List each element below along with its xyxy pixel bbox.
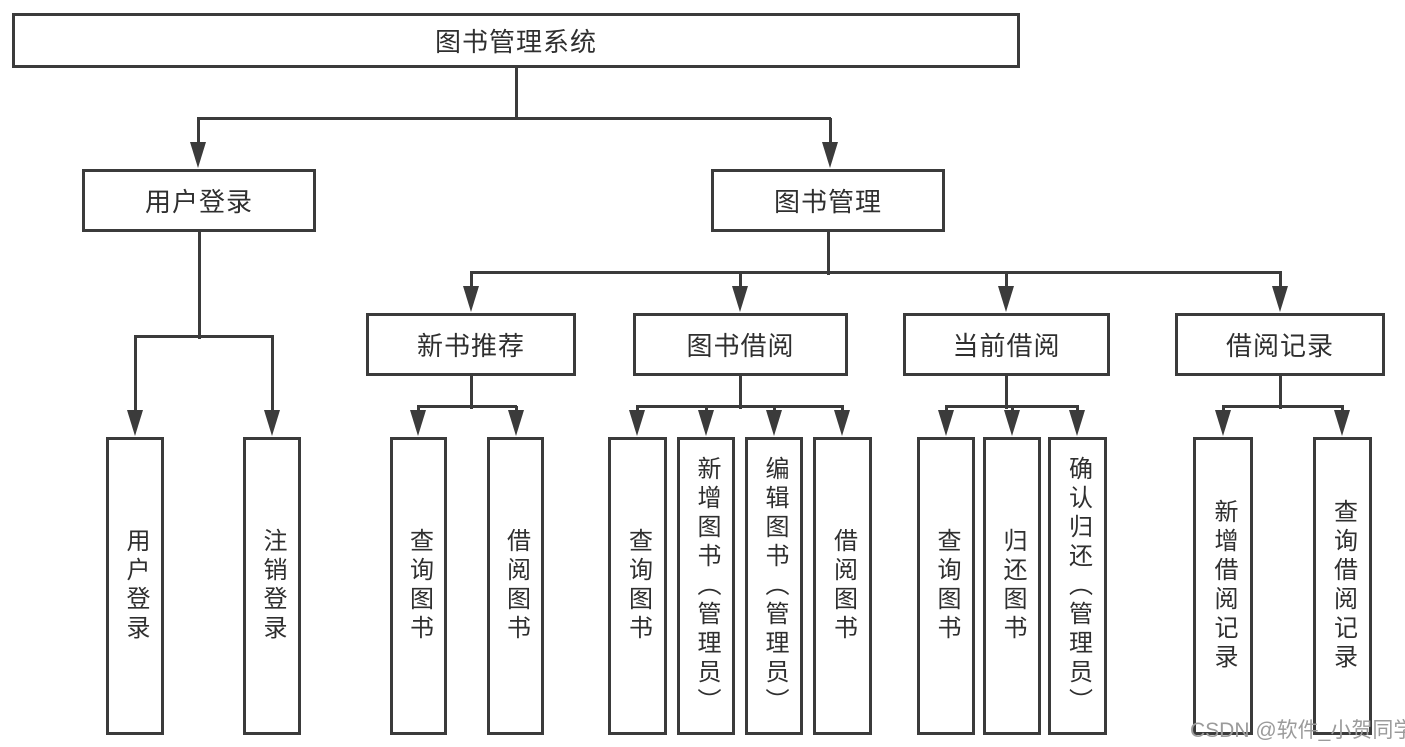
leaf-edit-book-label: 编辑图书（管理员） (761, 455, 788, 717)
leaf-query-book-2-label: 查询图书 (624, 528, 652, 644)
node-borrow-records: 借阅记录 (1175, 313, 1385, 376)
edge-to-borrow-records (1279, 272, 1282, 290)
arrow-into-leaf-edit-book (766, 410, 782, 436)
leaf-borrow-book-2-label: 借阅图书 (829, 528, 857, 644)
leaf-confirm-return: 确认归还（管理员） (1048, 437, 1107, 735)
edge-borrow-records-split (1222, 405, 1344, 408)
node-root-label: 图书管理系统 (434, 27, 597, 57)
edge-to-new-book-rec (470, 272, 473, 290)
arrow-into-leaf-return-book (1004, 410, 1020, 436)
node-root: 图书管理系统 (12, 13, 1020, 68)
edge-root-to-user-login (197, 118, 200, 145)
edge-user-login-stem (198, 232, 201, 339)
edge-root-split (197, 117, 831, 120)
edge-root-stem (515, 68, 518, 119)
leaf-query-book-1-label: 查询图书 (405, 528, 433, 644)
arrow-into-book-borrow (732, 286, 748, 312)
leaf-query-book-3: 查询图书 (917, 437, 975, 735)
arrow-into-leaf-query-book-3 (938, 410, 954, 436)
edge-borrow-records-stem (1279, 376, 1282, 409)
leaf-user-login-label: 用户登录 (122, 528, 149, 644)
leaf-borrow-book-1: 借阅图书 (487, 437, 544, 735)
arrow-into-book-mgmt (822, 142, 838, 168)
arrow-into-current-borrow (998, 286, 1014, 312)
arrow-into-leaf-logout (264, 410, 280, 436)
arrow-into-leaf-add-book (698, 410, 714, 436)
leaf-query-book-3-label: 查询图书 (933, 528, 960, 644)
edge-root-to-book-mgmt (829, 118, 832, 145)
edge-to-current-borrow (1005, 272, 1008, 290)
arrow-into-leaf-query-book-2 (629, 410, 645, 436)
node-current-borrow: 当前借阅 (903, 313, 1110, 376)
node-new-book-rec: 新书推荐 (366, 313, 576, 376)
csdn-watermark: CSDN @软件_小贺同学 (1190, 719, 1405, 742)
arrow-into-leaf-borrow-book-1 (508, 410, 524, 436)
node-user-login: 用户登录 (82, 169, 316, 232)
node-book-borrow: 图书借阅 (633, 313, 848, 376)
leaf-add-borrow-record: 新增借阅记录 (1193, 437, 1253, 735)
edge-new-book-rec-stem (470, 376, 473, 409)
edge-current-borrow-stem (1005, 376, 1008, 409)
arrow-into-leaf-user-login (127, 410, 143, 436)
leaf-logout-label: 注销登录 (259, 528, 286, 644)
leaf-add-book: 新增图书（管理员） (677, 437, 735, 735)
leaf-edit-book: 编辑图书（管理员） (745, 437, 803, 735)
leaf-query-borrow-record-label: 查询借阅记录 (1329, 499, 1357, 673)
leaf-query-book-1: 查询图书 (390, 437, 447, 735)
leaf-user-login: 用户登录 (106, 437, 164, 735)
leaf-add-borrow-record-label: 新增借阅记录 (1210, 499, 1237, 673)
edge-book-borrow-split (636, 405, 844, 408)
node-current-borrow-label: 当前借阅 (952, 331, 1061, 361)
edge-book-mgmt-split (470, 271, 1282, 274)
edge-book-borrow-stem (739, 376, 742, 409)
edge-book-mgmt-stem (827, 232, 830, 275)
arrow-into-leaf-query-borrow-record (1334, 410, 1350, 436)
arrow-into-leaf-query-book-1 (410, 410, 426, 436)
arrow-into-borrow-records (1272, 286, 1288, 312)
node-book-borrow-label: 图书借阅 (686, 331, 795, 361)
node-book-mgmt: 图书管理 (711, 169, 945, 232)
edge-user-login-split (134, 335, 274, 338)
arrow-into-leaf-borrow-book-2 (834, 410, 850, 436)
arrow-into-new-book-rec (463, 286, 479, 312)
edge-to-book-borrow (739, 272, 742, 290)
leaf-return-book-label: 归还图书 (999, 528, 1026, 644)
node-borrow-records-label: 借阅记录 (1225, 331, 1334, 361)
node-user-login-label: 用户登录 (144, 187, 253, 217)
leaf-add-book-label: 新增图书（管理员） (693, 455, 720, 717)
arrow-into-leaf-add-borrow-record (1215, 410, 1231, 436)
arrow-into-leaf-confirm-return (1069, 410, 1085, 436)
leaf-return-book: 归还图书 (983, 437, 1041, 735)
edge-to-leaf-logout (271, 336, 274, 414)
leaf-query-book-2: 查询图书 (608, 437, 667, 735)
node-book-mgmt-label: 图书管理 (773, 187, 882, 217)
edge-to-leaf-user-login (134, 336, 137, 414)
edge-new-book-rec-split (417, 405, 517, 408)
leaf-query-borrow-record: 查询借阅记录 (1313, 437, 1372, 735)
leaf-logout: 注销登录 (243, 437, 301, 735)
arrow-into-user-login (190, 142, 206, 168)
leaf-borrow-book-1-label: 借阅图书 (502, 528, 530, 644)
leaf-confirm-return-label: 确认归还（管理员） (1064, 455, 1092, 717)
leaf-borrow-book-2: 借阅图书 (813, 437, 872, 735)
node-new-book-rec-label: 新书推荐 (416, 331, 525, 361)
